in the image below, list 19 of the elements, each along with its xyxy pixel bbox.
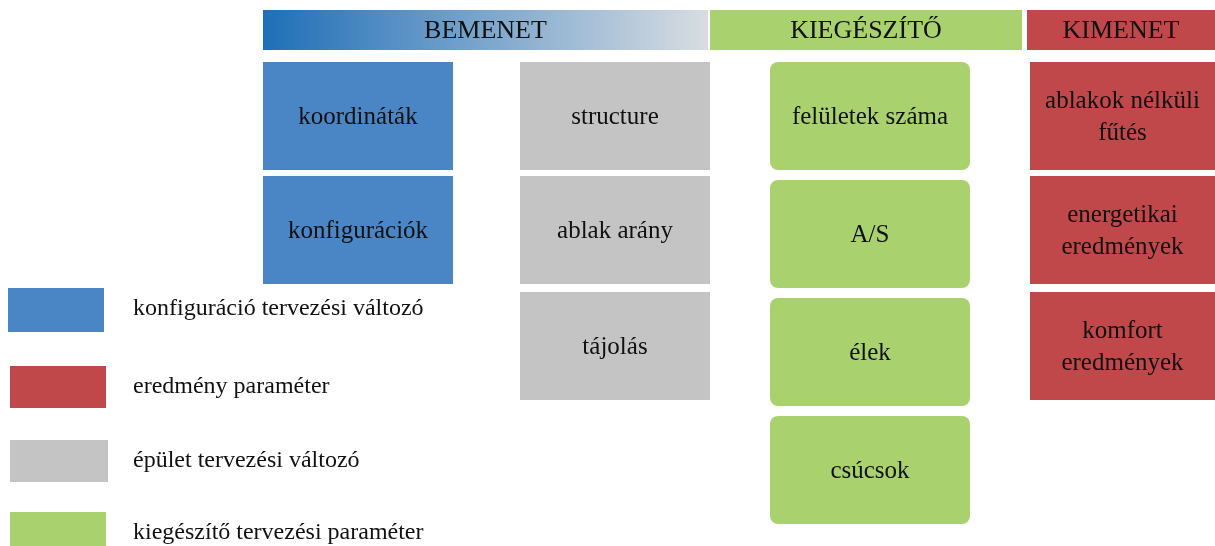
header-band: BEMENET (263, 10, 708, 50)
variable-box: tájolás (520, 292, 710, 400)
variable-box: koordináták (263, 62, 453, 170)
variable-box: structure (520, 62, 710, 170)
result-box: komfort eredmények (1030, 292, 1215, 400)
parameter-box: csúcsok (770, 416, 970, 524)
legend-label: eredmény paraméter (133, 372, 330, 399)
parameter-box: felületek száma (770, 62, 970, 170)
header-band: KIEGÉSZÍTŐ (710, 10, 1022, 50)
variable-box: ablak arány (520, 176, 710, 284)
result-box: ablakok nélküli fűtés (1030, 62, 1215, 170)
parameter-box: élek (770, 298, 970, 406)
legend-label: épület tervezési változó (133, 446, 360, 473)
legend-label: kiegészítő tervezési paraméter (133, 518, 424, 545)
variable-box: konfigurációk (263, 176, 453, 284)
parameter-box: A/S (770, 180, 970, 288)
header-band: KIMENET (1027, 10, 1215, 50)
legend-label: konfiguráció tervezési változó (133, 294, 424, 321)
result-box: energetikai eredmények (1030, 176, 1215, 284)
